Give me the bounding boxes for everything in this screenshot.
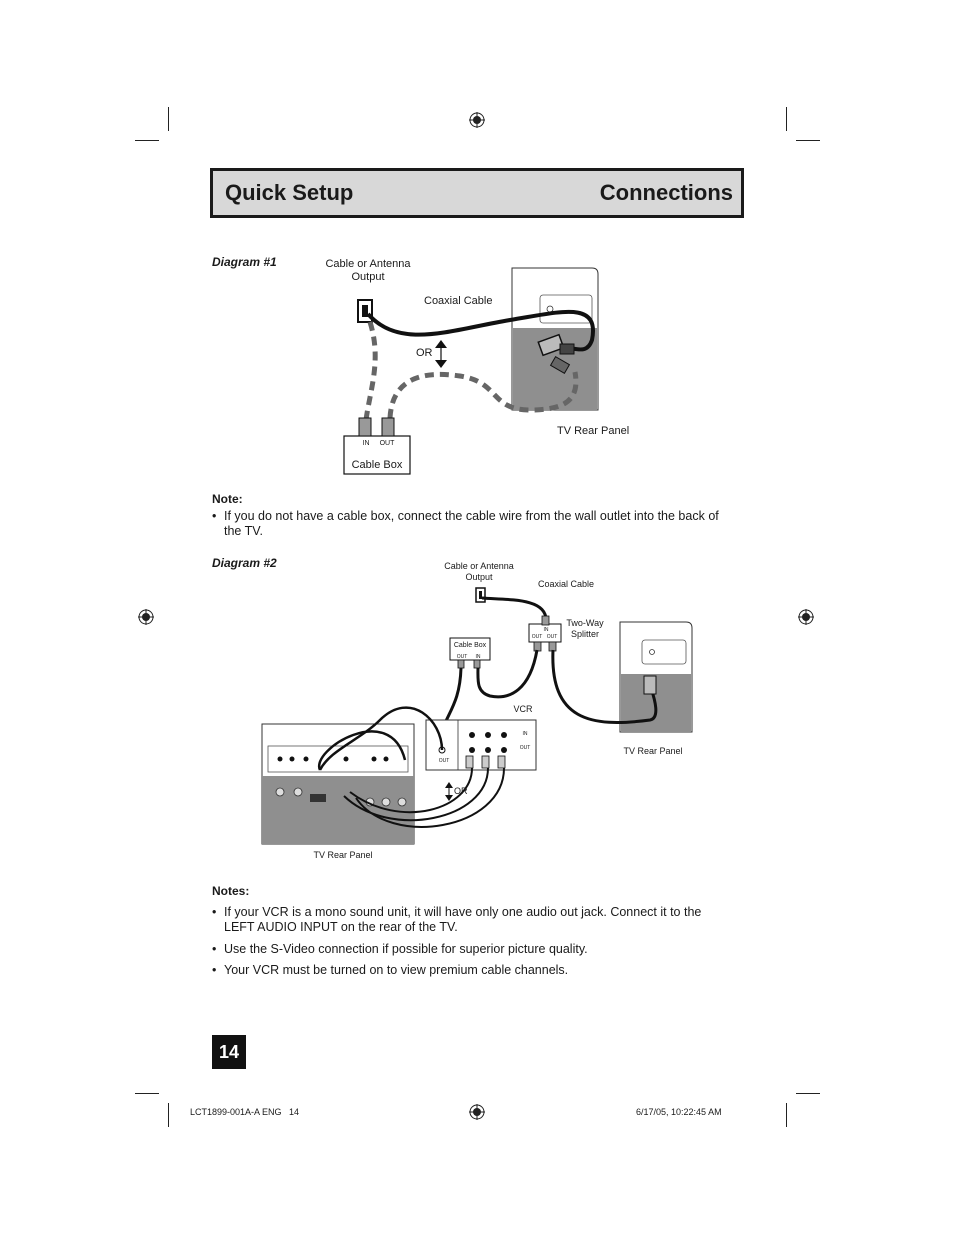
diagram-2-source-label: Cable or Antenna Output bbox=[444, 561, 514, 582]
diagram-2-vcr-label: VCR bbox=[513, 704, 533, 714]
registration-mark-icon bbox=[469, 112, 485, 128]
diagram-2-tv-label-right: TV Rear Panel bbox=[623, 746, 683, 756]
notes-2-bullet: • If your VCR is a mono sound unit, it w… bbox=[212, 905, 722, 935]
diagram-2 bbox=[261, 587, 693, 845]
splitter-to-tv-cable bbox=[551, 649, 658, 724]
or-arrow-icon bbox=[445, 782, 453, 801]
diagram-2-splitter-out-2: OUT bbox=[546, 634, 558, 640]
coax-connector-icon bbox=[537, 333, 575, 375]
diagram-1 bbox=[343, 267, 599, 475]
crop-mark bbox=[786, 1103, 787, 1127]
bullet-dot: • bbox=[212, 509, 217, 523]
notes-2-heading: Notes: bbox=[212, 884, 250, 898]
coaxial-cable bbox=[481, 596, 548, 621]
diagram-1-box-label: Cable Box bbox=[351, 459, 403, 471]
bullet-dot: • bbox=[212, 905, 217, 919]
footer-right: 6/17/05, 10:22:45 AM bbox=[636, 1107, 722, 1117]
notes-2-bullet: • Use the S-Video connection if possible… bbox=[212, 942, 722, 957]
vcr-to-tv-audio-cable bbox=[343, 767, 489, 822]
or-arrow-icon bbox=[435, 340, 447, 368]
diagram-2-splitter-out-1: OUT bbox=[531, 634, 543, 640]
diagram-1-source-label: Cable or Antenna Output bbox=[325, 258, 411, 283]
cable-box bbox=[343, 417, 411, 475]
registration-mark-icon bbox=[469, 1104, 485, 1120]
vcr-to-tv-audio-cable bbox=[355, 767, 505, 828]
diagram-2-box-label: Cable Box bbox=[453, 642, 487, 649]
crop-mark bbox=[786, 107, 787, 131]
vcr-to-tv-audio-cable bbox=[349, 767, 473, 814]
diagram-1-box-out: OUT bbox=[379, 440, 395, 447]
diagram-2-vcr-in: IN bbox=[522, 731, 528, 737]
diagram-1-coax-label: Coaxial Cable bbox=[424, 295, 493, 307]
diagram-2-splitter-in: IN bbox=[543, 627, 549, 633]
footer-left: LCT1899-001A-A ENG 14 bbox=[190, 1107, 300, 1117]
notes-2-item-2: Use the S-Video connection if possible f… bbox=[224, 942, 588, 956]
wall-outlet-icon bbox=[475, 587, 486, 603]
diagram-1-tv-label: TV Rear Panel bbox=[557, 425, 630, 437]
bullet-dot: • bbox=[212, 963, 217, 977]
splitter-to-cable-box-cable bbox=[476, 649, 539, 699]
diagram-2-vcr-out-2: OUT bbox=[438, 758, 450, 764]
diagram-1-box-in: IN bbox=[362, 440, 370, 447]
diagram-2-coax-label: Coaxial Cable bbox=[538, 579, 595, 589]
crop-mark bbox=[135, 140, 159, 141]
registration-mark-icon bbox=[798, 609, 814, 625]
diagram-2-vcr-out: OUT bbox=[519, 745, 531, 751]
diagram-2-tv-label-bottom: TV Rear Panel bbox=[313, 850, 373, 860]
dashed-cable-in bbox=[363, 321, 378, 421]
diagram-1-or-label: OR bbox=[416, 347, 433, 359]
note-1-bullet: • If you do not have a cable box, connec… bbox=[212, 509, 732, 539]
vcr bbox=[425, 719, 537, 771]
dashed-cable-out bbox=[387, 371, 579, 419]
crop-mark bbox=[168, 107, 169, 131]
registration-mark-icon bbox=[138, 609, 154, 625]
coax-connector-icon bbox=[643, 675, 657, 695]
notes-2-item-3: Your VCR must be turned on to view premi… bbox=[224, 963, 569, 977]
coaxial-cable bbox=[366, 309, 596, 352]
bullet-dot: • bbox=[212, 942, 217, 956]
cable-box bbox=[449, 637, 491, 669]
crop-mark bbox=[796, 1093, 820, 1094]
diagram-1-label: Diagram #1 bbox=[212, 255, 277, 269]
header-left-title: Quick Setup bbox=[225, 180, 354, 205]
page-header: Quick Setup Connections bbox=[210, 168, 744, 218]
two-way-splitter bbox=[528, 615, 562, 652]
crop-mark bbox=[168, 1103, 169, 1127]
diagram-2-or-label: OR bbox=[454, 786, 468, 796]
diagram-2-label: Diagram #2 bbox=[212, 556, 277, 570]
notes-2-item-1: If your VCR is a mono sound unit, it wil… bbox=[224, 905, 702, 934]
notes-2-bullet: • Your VCR must be turned on to view pre… bbox=[212, 963, 722, 978]
crop-mark bbox=[135, 1093, 159, 1094]
diagram-2-box-in: IN bbox=[475, 654, 481, 660]
vcr-to-tv-cable bbox=[318, 706, 444, 771]
header-right-title: Connections bbox=[599, 180, 733, 205]
note-1-text: If you do not have a cable box, connect … bbox=[224, 509, 719, 538]
diagram-2-box-out: OUT bbox=[456, 654, 468, 660]
vcr-to-tv-svideo-cable bbox=[317, 730, 407, 771]
crop-mark bbox=[796, 140, 820, 141]
note-1-heading: Note: bbox=[212, 492, 243, 506]
page-number: 14 bbox=[212, 1035, 246, 1069]
diagram-2-splitter-label: Two-Way Splitter bbox=[566, 618, 604, 639]
